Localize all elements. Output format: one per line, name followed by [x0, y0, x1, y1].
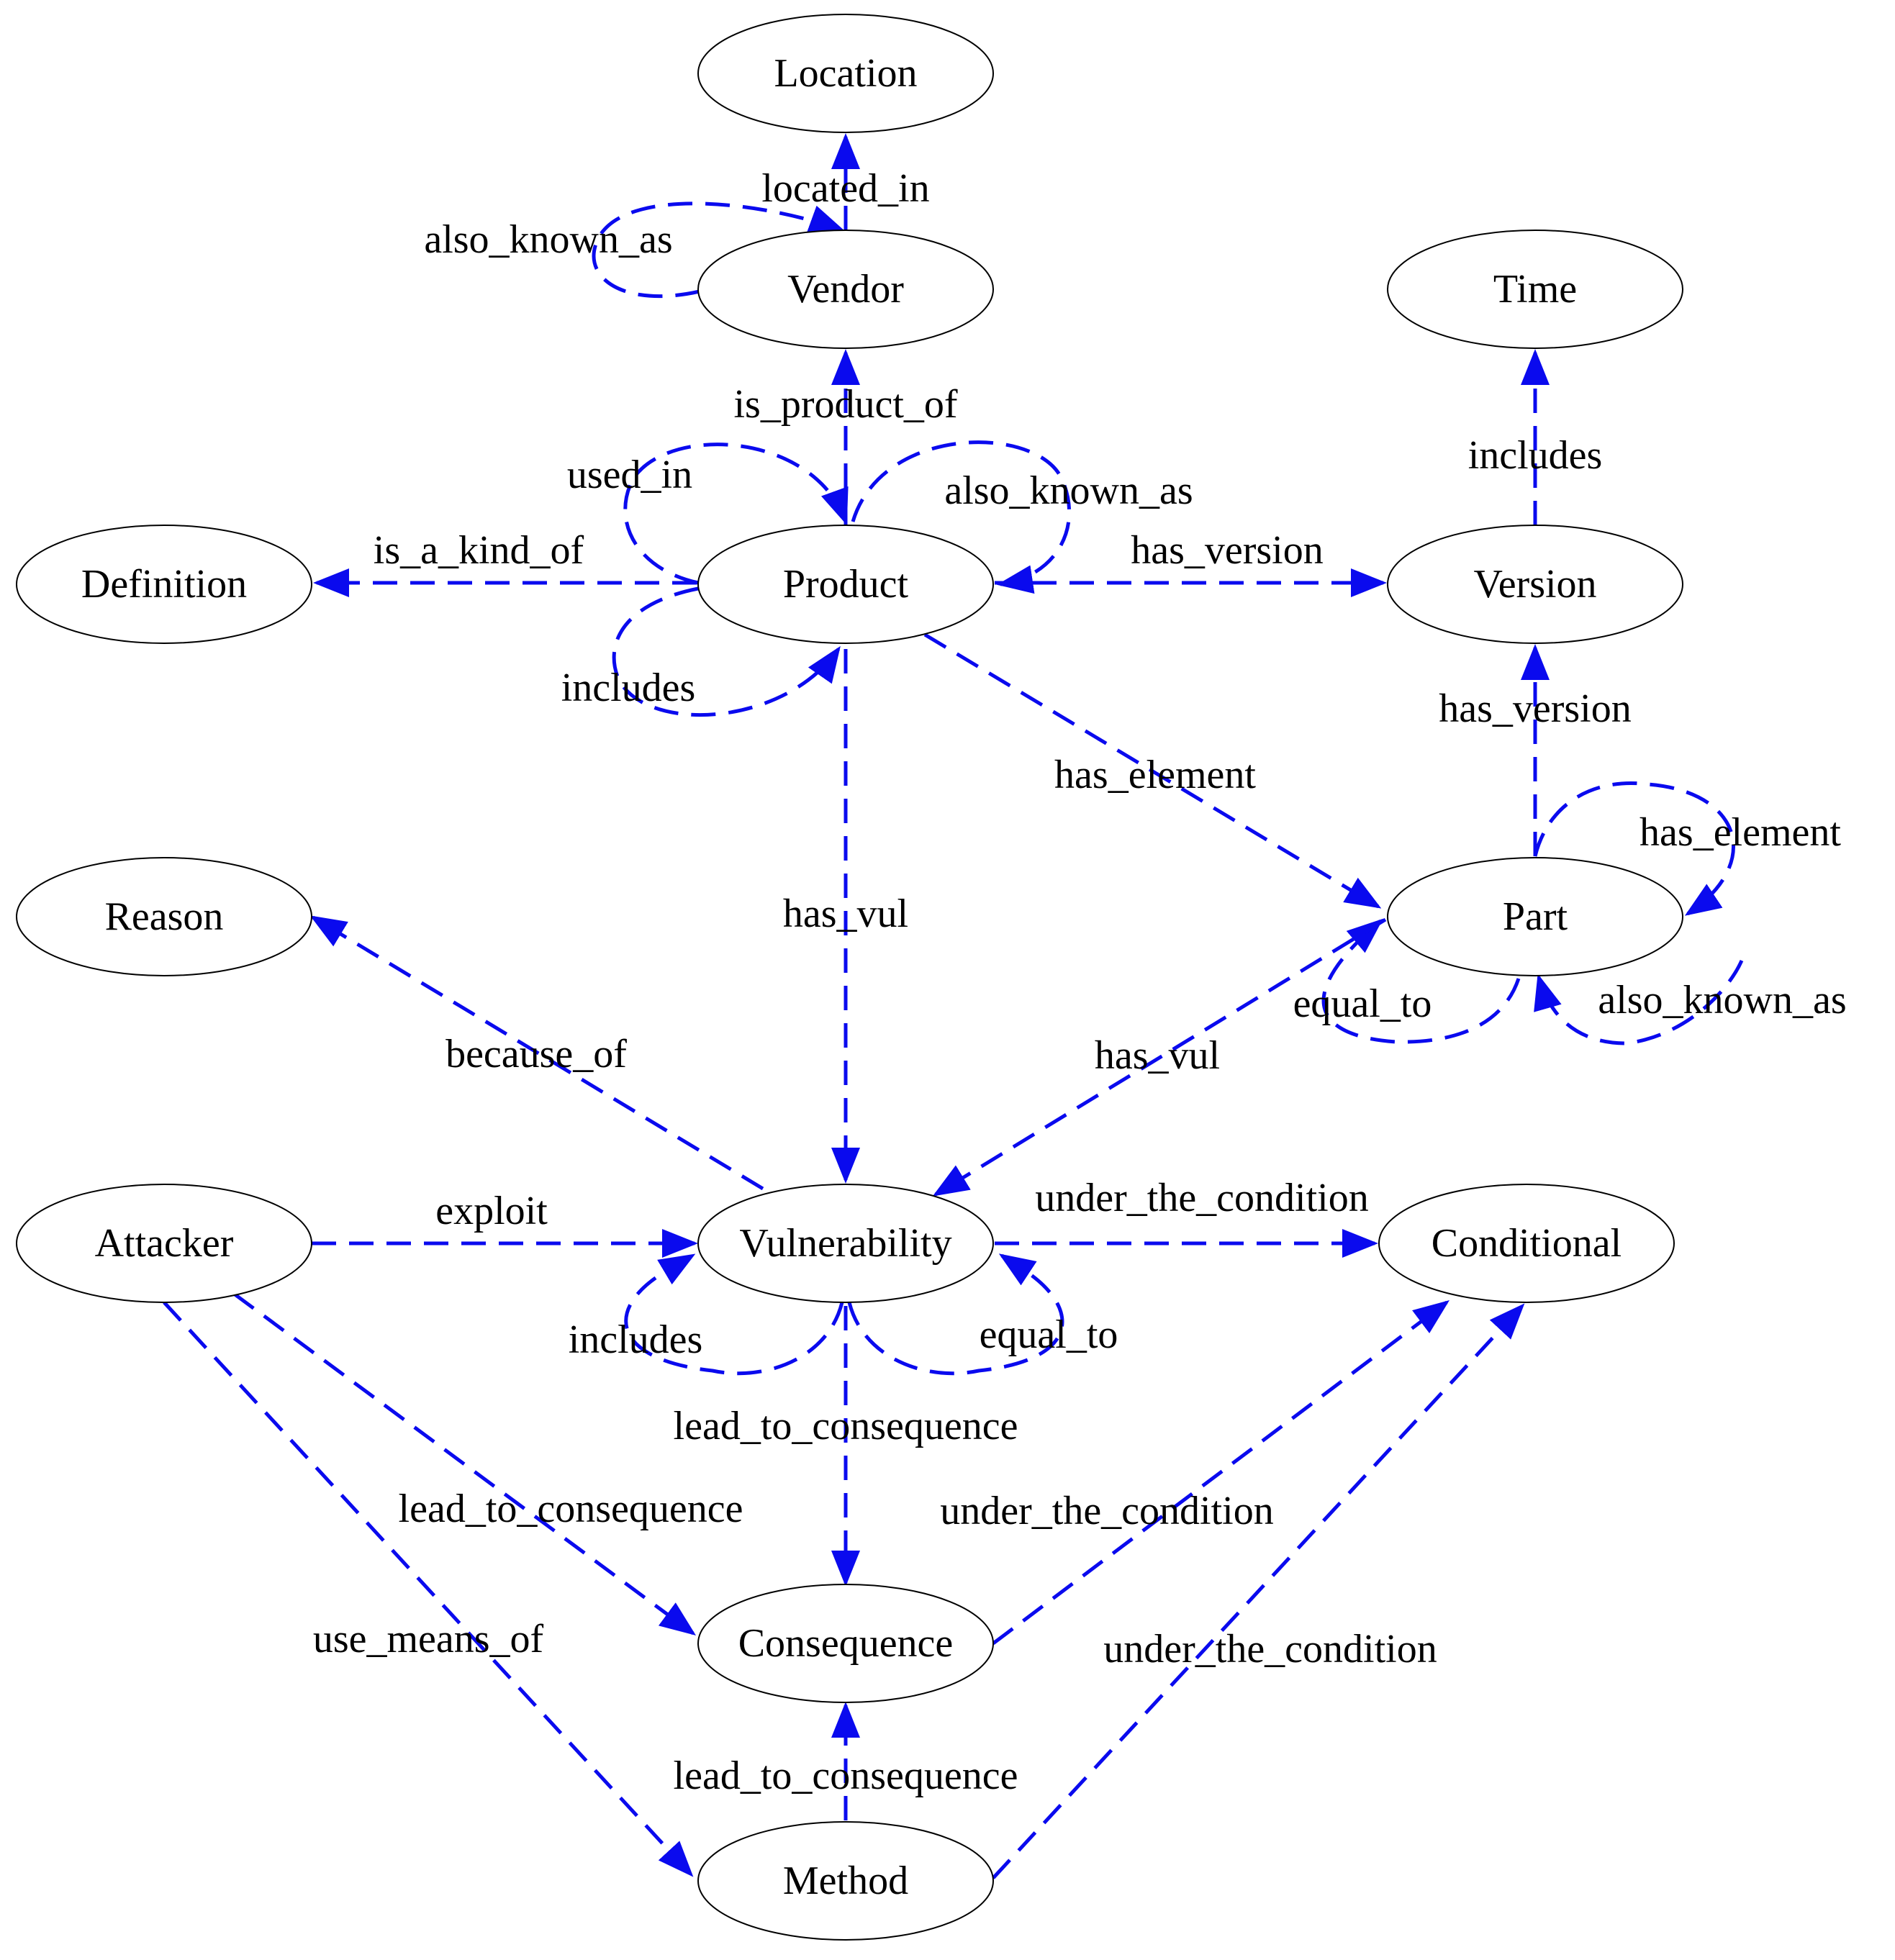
node-label-conditional: Conditional	[1432, 1221, 1622, 1266]
edge-label-product-part: has_element	[1054, 753, 1256, 797]
edge-attacker-consequence	[232, 1292, 697, 1635]
edge-part-equalto	[1321, 918, 1521, 1044]
node-shape-definition	[16, 525, 312, 644]
node-label-reason: Reason	[105, 894, 224, 939]
edge-label-vulnerability-reason: because_of	[446, 1032, 627, 1076]
node-definition: Definition	[16, 525, 312, 644]
node-shape-consequence	[697, 1584, 994, 1703]
edge-label-vendor-location: located_in	[761, 166, 929, 211]
edge-label-part-aka: also_known_as	[1598, 978, 1846, 1022]
edge-label-product-aka: also_known_as	[944, 468, 1193, 513]
edge-label-vulnerability-conditional: under_the_condition	[1035, 1176, 1368, 1220]
edge-product-part	[923, 632, 1382, 909]
edge-label-part-equalto: equal_to	[1293, 981, 1432, 1026]
edge-label-product-includes: includes	[561, 666, 696, 710]
edge-label-vendor-self: also_known_as	[424, 217, 672, 262]
node-shape-method	[697, 1821, 994, 1941]
edge-part-haselement	[1533, 781, 1735, 916]
node-attacker: Attacker	[16, 1184, 312, 1303]
edge-label-attacker-consequence: lead_to_consequence	[399, 1487, 743, 1531]
node-label-method: Method	[783, 1859, 908, 1903]
node-label-time: Time	[1493, 267, 1577, 312]
node-part: Part	[1387, 857, 1683, 976]
node-shape-part	[1387, 857, 1683, 976]
edge-label-vulnerability-includes: includes	[569, 1317, 703, 1362]
edge-part-vulnerability	[932, 917, 1387, 1197]
node-shape-vulnerability	[697, 1184, 994, 1303]
node-label-product: Product	[783, 562, 909, 607]
node-shape-vendor	[697, 230, 994, 349]
node-method: Method	[697, 1821, 994, 1941]
edge-label-part-version: has_version	[1439, 686, 1632, 731]
edge-label-consequence-conditional: under_the_condition	[940, 1489, 1273, 1533]
edge-product-includes	[612, 586, 841, 717]
node-shape-attacker	[16, 1184, 312, 1303]
node-label-version: Version	[1473, 562, 1596, 607]
edge-label-attacker-vulnerability: exploit	[435, 1189, 548, 1233]
node-shape-reason	[16, 857, 312, 976]
edge-label-vulnerability-consequence: lead_to_consequence	[674, 1404, 1018, 1448]
edge-labels-layer: located_in also_known_as is_product_ofused…	[313, 166, 1847, 1798]
edge-label-vulnerability-equalto: equal_to	[980, 1312, 1118, 1357]
edge-label-product-version: has_version	[1131, 528, 1324, 573]
edge-product-usedin	[623, 443, 849, 585]
edge-label-product-usedin: used_in	[567, 453, 692, 497]
edge-label-product-definition: is_a_kind_of	[374, 528, 584, 573]
node-label-attacker: Attacker	[95, 1221, 234, 1266]
node-time: Time	[1387, 230, 1683, 349]
edge-vulnerability-equalto	[847, 1253, 1064, 1376]
edge-method-conditional	[992, 1303, 1525, 1879]
node-label-part: Part	[1503, 894, 1568, 939]
edge-label-method-consequence: lead_to_consequence	[674, 1753, 1018, 1798]
node-vulnerability: Vulnerability	[697, 1184, 994, 1303]
node-label-location: Location	[774, 51, 917, 96]
edge-part-aka	[1534, 959, 1744, 1045]
node-label-definition: Definition	[81, 562, 247, 607]
edge-attacker-method	[163, 1301, 694, 1877]
edge-label-part-vulnerability: has_vul	[1095, 1033, 1220, 1078]
node-reason: Reason	[16, 857, 312, 976]
node-conditional: Conditional	[1378, 1184, 1675, 1303]
node-shape-version	[1387, 525, 1683, 644]
node-shape-time	[1387, 230, 1683, 349]
node-label-consequence: Consequence	[738, 1621, 954, 1666]
node-shape-location	[697, 14, 994, 133]
edge-label-version-time: includes	[1468, 433, 1603, 478]
edge-product-aka	[851, 440, 1072, 594]
edge-vulnerability-reason	[309, 915, 764, 1191]
node-product: Product	[697, 525, 994, 644]
node-shape-conditional	[1378, 1184, 1675, 1303]
edge-label-product-vulnerability: has_vul	[783, 891, 908, 936]
node-label-vulnerability: Vulnerability	[739, 1221, 951, 1266]
edge-label-attacker-method: use_means_of	[313, 1617, 544, 1661]
edge-consequence-conditional	[992, 1299, 1449, 1645]
edge-vulnerability-includes	[624, 1253, 844, 1376]
node-shape-product	[697, 525, 994, 644]
edge-vendor-self	[592, 201, 846, 299]
edge-label-method-conditional: under_the_condition	[1103, 1627, 1437, 1671]
edge-label-product-vendor: is_product_of	[733, 382, 957, 427]
edge-label-part-haselement: has_element	[1640, 810, 1841, 855]
node-consequence: Consequence	[697, 1584, 994, 1703]
node-vendor: Vendor	[697, 230, 994, 349]
node-location: Location	[697, 14, 994, 133]
node-version: Version	[1387, 525, 1683, 644]
node-label-vendor: Vendor	[787, 267, 904, 312]
edges-layer	[163, 133, 1744, 1879]
